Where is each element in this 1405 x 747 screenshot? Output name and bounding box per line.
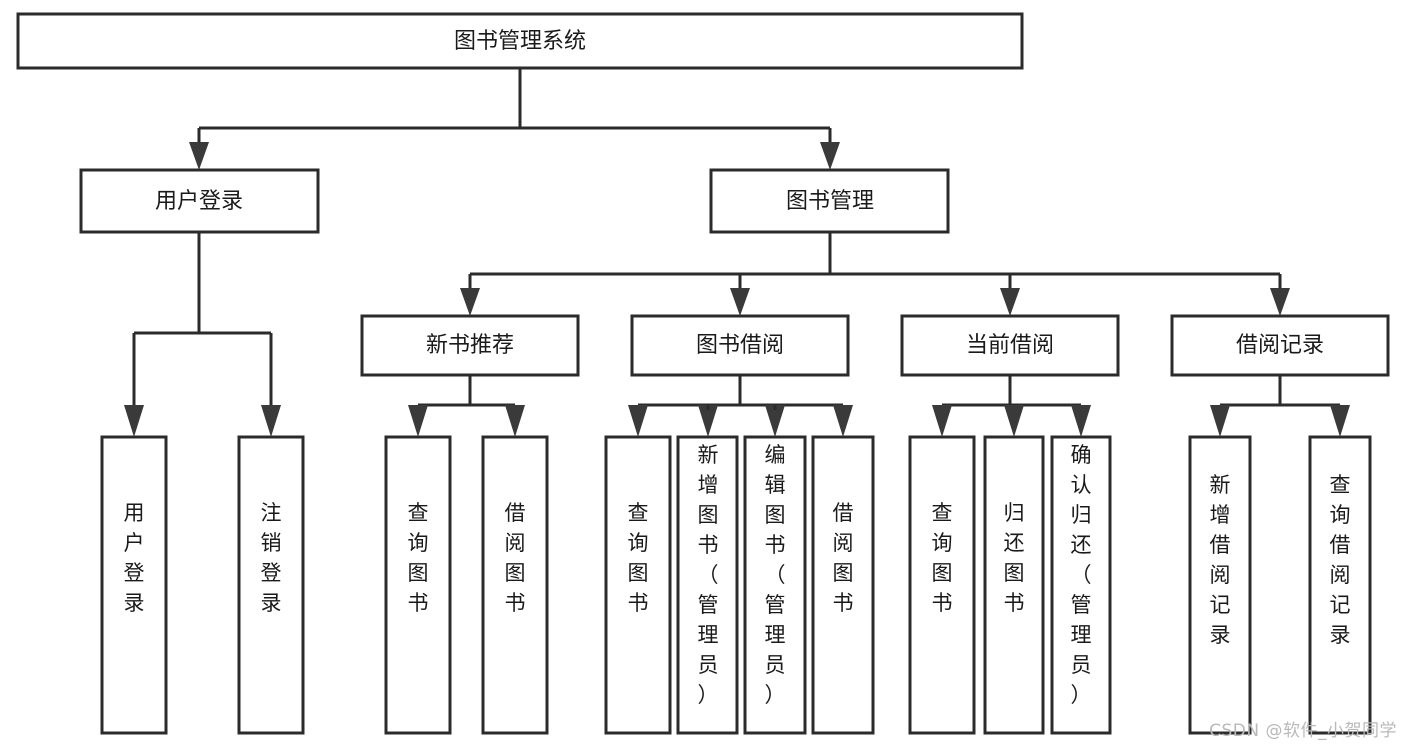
arrow-head-current [1000,288,1020,316]
node-borrow-record-label: 借阅记录 [1236,333,1324,358]
leaf-node-query-book-borrow[interactable]: 查询图书 [604,435,672,735]
arrow-head-leaf-add-record [1210,405,1230,437]
leaf-node-add-book[interactable]: 新增图书（管理员） [676,435,739,735]
node-user-login-label: 用户登录 [155,189,243,214]
arrow-head-book-mgmt [820,142,840,170]
node-root[interactable]: 图书管理系统 [16,12,1024,70]
leaf-node-add-borrow-record-label: 新增借阅记录 [1210,473,1231,647]
leaf-node-edit-book-box[interactable] [743,435,807,735]
node-book-borrow-label: 图书借阅 [696,333,784,358]
leaf-node-query-book-newbook-label: 查询图书 [408,501,429,615]
leaf-node-query-book-newbook-box[interactable] [384,435,452,735]
node-book-management[interactable]: 图书管理 [709,168,950,234]
arrow-head-newbook [460,288,480,316]
leaf-node-query-book-current-box[interactable] [908,435,976,735]
leaf-node-query-book-borrow-label: 查询图书 [628,501,649,615]
arrow-head-leaf-user-logout [261,405,281,437]
node-borrow-record[interactable]: 借阅记录 [1170,314,1390,377]
node-new-book-recommend-box[interactable] [360,314,580,377]
leaf-node-query-borrow-record[interactable]: 查询借阅记录 [1308,435,1372,735]
leaf-node-return-book-box[interactable] [983,435,1045,735]
node-root-box[interactable] [16,12,1024,70]
arrow-head-leaf-borrow-book-2 [833,405,853,437]
leaf-node-user-login-label: 用户登录 [124,501,145,615]
leaf-node-borrow-book-newbook[interactable]: 借阅图书 [481,435,549,735]
arrow-head-record [1270,288,1290,316]
arrow-head-leaf-query-book-2 [628,405,648,437]
arrow-head-borrow [730,288,750,316]
node-book-management-label: 图书管理 [786,189,874,214]
node-current-borrow-box[interactable] [900,314,1120,377]
leaf-node-borrow-book-borrow-box[interactable] [811,435,875,735]
leaf-node-user-logout[interactable]: 注销登录 [237,435,305,735]
node-book-management-box[interactable] [709,168,950,234]
leaf-node-add-book-label: 新增图书（管理员） [698,443,719,707]
leaf-node-borrow-book-borrow[interactable]: 借阅图书 [811,435,875,735]
leaf-node-edit-book[interactable]: 编辑图书（管理员） [743,435,807,735]
node-user-login[interactable]: 用户登录 [79,168,320,234]
leaf-node-confirm-return-box[interactable] [1050,435,1112,735]
leaf-node-borrow-book-newbook-label: 借阅图书 [505,501,526,615]
leaf-node-return-book[interactable]: 归还图书 [983,435,1045,735]
leaf-node-query-borrow-record-box[interactable] [1308,435,1372,735]
arrow-head-leaf-edit-book [765,405,785,437]
leaf-node-edit-book-label: 编辑图书（管理员） [765,443,786,707]
leaf-node-add-book-box[interactable] [676,435,739,735]
leaf-node-confirm-return[interactable]: 确认归还（管理员） [1050,435,1112,735]
node-new-book-recommend[interactable]: 新书推荐 [360,314,580,377]
arrow-head-leaf-user-login [124,405,144,437]
node-book-borrow-box[interactable] [630,314,850,377]
leaf-node-query-borrow-record-label: 查询借阅记录 [1330,473,1351,647]
arrow-head-user-login [189,142,209,170]
leaf-node-user-login[interactable]: 用户登录 [100,435,168,735]
leaf-node-query-book-current[interactable]: 查询图书 [908,435,976,735]
arrow-head-leaf-query-record [1330,405,1350,437]
leaf-node-return-book-label: 归还图书 [1004,501,1025,615]
node-current-borrow-label: 当前借阅 [966,333,1054,358]
leaf-node-add-borrow-record-box[interactable] [1188,435,1252,735]
leaf-node-query-book-borrow-box[interactable] [604,435,672,735]
leaf-node-query-book-current-label: 查询图书 [932,501,953,615]
leaf-node-borrow-book-newbook-box[interactable] [481,435,549,735]
leaf-node-user-login-box[interactable] [100,435,168,735]
arrow-head-leaf-return-book [1004,405,1024,437]
node-user-login-box[interactable] [79,168,320,234]
arrow-head-leaf-query-book-3 [932,405,952,437]
leaf-node-user-logout-box[interactable] [237,435,305,735]
arrow-head-leaf-add-book [698,405,718,437]
leaf-node-confirm-return-label: 确认归还（管理员） [1071,443,1092,707]
arrow-head-leaf-query-book-1 [408,405,428,437]
leaf-node-add-borrow-record[interactable]: 新增借阅记录 [1188,435,1252,735]
node-book-borrow[interactable]: 图书借阅 [630,314,850,377]
arrow-head-leaf-confirm-return [1071,405,1091,437]
arrow-head-leaf-borrow-book-1 [505,405,525,437]
node-current-borrow[interactable]: 当前借阅 [900,314,1120,377]
node-new-book-recommend-label: 新书推荐 [426,333,514,358]
node-borrow-record-box[interactable] [1170,314,1390,377]
leaf-node-user-logout-label: 注销登录 [261,501,282,615]
leaf-node-borrow-book-borrow-label: 借阅图书 [833,501,854,615]
connector-layer [124,68,1350,437]
node-root-label: 图书管理系统 [454,29,586,54]
leaf-node-query-book-newbook[interactable]: 查询图书 [384,435,452,735]
watermark-text: CSDN @软件_小贺同学 [1209,721,1397,741]
